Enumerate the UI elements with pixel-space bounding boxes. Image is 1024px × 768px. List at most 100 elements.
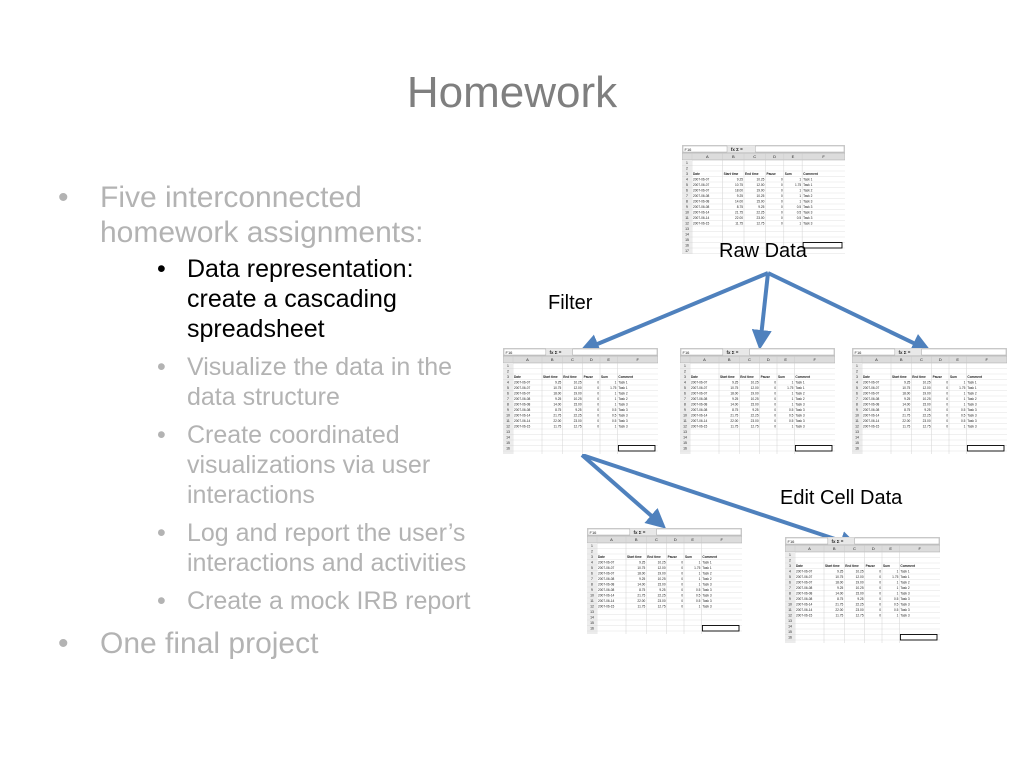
row-number: 13 [788, 619, 792, 623]
sheet-cell: 10.25 [658, 561, 666, 565]
row-number: 11 [788, 608, 792, 612]
sheet-cell: 2007-06-08 [598, 583, 615, 587]
sheet-cell: 1 [699, 572, 701, 576]
column-header-row [682, 152, 845, 161]
sheet-cell: 0 [781, 194, 783, 198]
sheet-cell: 0.5 [894, 603, 899, 607]
sheet-cell: 0 [879, 592, 881, 596]
sheet-cell: 11.75 [554, 425, 562, 429]
row-number: 5 [507, 386, 509, 390]
sheet-cell: Task 2 [618, 392, 627, 396]
sheet-cell: 9.25 [555, 397, 561, 401]
sheet-cell: 15.00 [658, 583, 666, 587]
sheet-cell: 10.25 [923, 397, 931, 401]
sheet-cell: 2007-06-08 [598, 588, 615, 592]
sheet-cell: Comment [803, 172, 819, 176]
row-number: 1 [684, 364, 686, 368]
sub-bullet-text: Data representation: create a cascading … [187, 255, 414, 343]
arrow-left-to-bottom-right [581, 453, 860, 551]
sheet-cell: 2007-06-08 [796, 586, 813, 590]
row-number: 7 [507, 397, 509, 401]
sheet-cell: 22.00 [637, 599, 645, 603]
sheet-cell: Task 1 [618, 386, 627, 390]
slide-title: Homework [406, 68, 618, 117]
sheet-cell: 0 [774, 419, 776, 423]
column-header: D [773, 154, 776, 159]
sheet-cell: 12.75 [658, 605, 666, 609]
sheet-cell: 0 [879, 586, 881, 590]
row-number: 7 [686, 194, 688, 198]
sub-bullet-log-report: Log and report the user’s interactions a… [142, 518, 488, 578]
column-header: A [703, 357, 706, 362]
sheet-cell: 2007-06-15 [514, 425, 531, 429]
selected-cell [701, 625, 740, 632]
sheet-cell: Task 3 [795, 408, 804, 412]
row-number: 1 [686, 161, 688, 165]
name-box-text: F16 [685, 147, 693, 152]
sheet-cell: 2007-06-08 [691, 408, 708, 412]
sheet-cell: 14.00 [902, 403, 910, 407]
sub-bullet-list: Data representation: create a cascading … [100, 254, 488, 616]
sheet-cell: 12.00 [751, 386, 759, 390]
sheet-cell: 2007-06-07 [598, 566, 615, 570]
sheet-cell: 21.75 [902, 414, 910, 418]
row-number: 10 [683, 414, 687, 418]
sheet-cell: 23.00 [658, 599, 666, 603]
row-number: 13 [683, 430, 687, 434]
sheet-cell: 9.25 [857, 597, 863, 601]
sheet-cell: 2007-06-08 [693, 205, 710, 209]
sub-bullet-visualize: Visualize the data in the data structure [142, 352, 488, 412]
sheet-cell: Pause [766, 172, 776, 176]
sheet-cell: 18.00 [637, 572, 645, 576]
column-header: D [939, 357, 942, 362]
row-number: 10 [855, 414, 859, 418]
sheet-cell: Sum [785, 172, 792, 176]
sheet-cell: 0 [597, 397, 599, 401]
formula-icons: fx Σ = [634, 530, 646, 535]
row-number: 8 [856, 403, 858, 407]
sheet-cell: 1 [897, 581, 899, 585]
sheet-cell: 10.25 [751, 381, 759, 385]
sheet-cell: 1 [799, 194, 801, 198]
sheet-cell: 2007-06-15 [691, 425, 708, 429]
column-header: D [590, 357, 593, 362]
sheet-cell: 0 [781, 189, 783, 193]
row-number: 14 [685, 233, 689, 237]
sheet-cell: 15.00 [923, 403, 931, 407]
name-box [785, 537, 829, 545]
sheet-cell: End time [740, 375, 754, 379]
row-number: 13 [506, 430, 510, 434]
sheet-cell: 0.5 [961, 408, 966, 412]
sheet-cell: 0 [879, 597, 881, 601]
sheet-cell: Comment [967, 375, 983, 379]
sheet-cell: 22.00 [730, 419, 738, 423]
name-box-text: F16 [590, 530, 598, 535]
sheet-cell: 1 [792, 403, 794, 407]
sheet-cell: Date [796, 564, 803, 568]
sheet-cell: 0 [597, 408, 599, 412]
sheet-cell: Task 1 [618, 381, 627, 385]
sheet-cell: 9.25 [737, 178, 743, 182]
row-number: 9 [507, 408, 509, 412]
sheet-cell: Task 3 [967, 419, 976, 423]
sheet-cell: 11.75 [638, 605, 646, 609]
sheet-cell: 9.25 [732, 397, 738, 401]
row-number: 9 [684, 408, 686, 412]
sheet-cell: Task 1 [803, 178, 812, 182]
sheet-cell: Task 3 [702, 594, 711, 598]
sheet-cell: 2007-06-08 [514, 403, 531, 407]
sheet-cell: Task 3 [803, 200, 812, 204]
name-box-text: F16 [683, 350, 691, 355]
sheet-cell: 0 [879, 603, 881, 607]
sheet-cell: 0 [681, 583, 683, 587]
sheet-cell: Task 3 [618, 408, 627, 412]
sheet-cell: 1 [897, 586, 899, 590]
name-box-text: F16 [855, 350, 863, 355]
sheet-cell: Task 1 [967, 386, 976, 390]
row-number: 5 [591, 566, 593, 570]
formula-input [921, 348, 1007, 356]
sheet-cell: 2007-06-07 [691, 381, 708, 385]
